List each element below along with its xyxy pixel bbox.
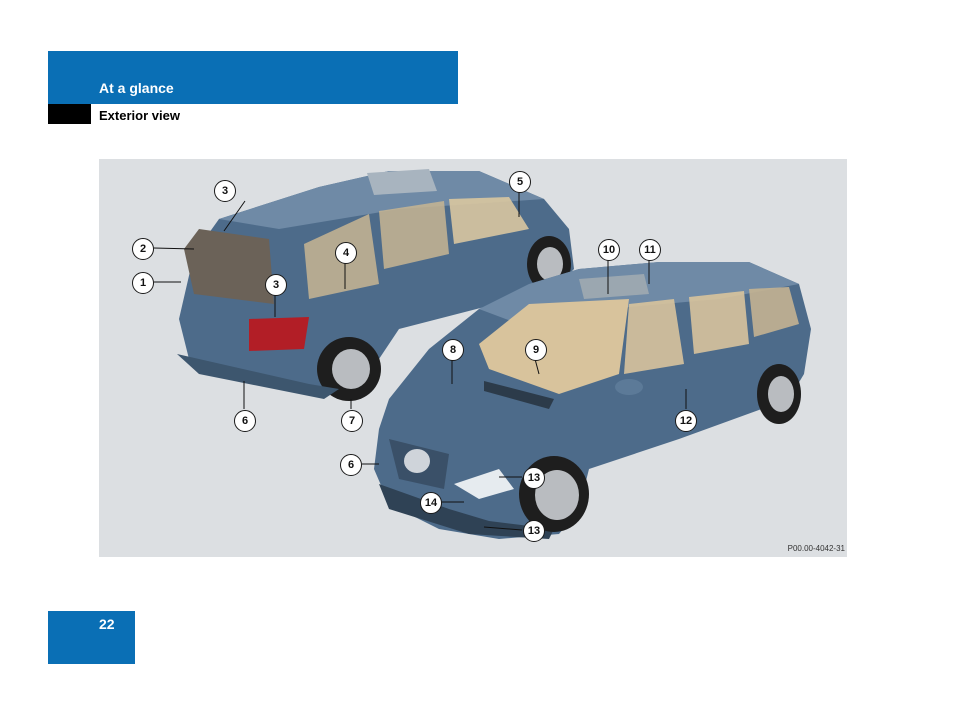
callout-11: 11	[639, 239, 661, 261]
callout-10: 10	[598, 239, 620, 261]
callout-3-lower: 3	[265, 274, 287, 296]
callout-13-headlamp: 13	[523, 467, 545, 489]
callout-9: 9	[525, 339, 547, 361]
leader-lines	[153, 191, 687, 531]
figure-reference: P00.00-4042-31	[787, 544, 845, 553]
callout-6-rear: 6	[234, 410, 256, 432]
callout-5: 5	[509, 171, 531, 193]
front-car	[374, 262, 811, 539]
callout-13-foglamp: 13	[523, 520, 545, 542]
exterior-view-figure: 1 2 3 3 4 5 6 6 7 8 9 10 11 12 13 13 14 …	[99, 159, 847, 557]
rear-car	[177, 169, 574, 401]
subsection-title: Exterior view	[99, 108, 180, 123]
callout-4: 4	[335, 242, 357, 264]
section-marker	[48, 104, 91, 124]
callout-12: 12	[675, 410, 697, 432]
callout-1: 1	[132, 272, 154, 294]
callout-7: 7	[341, 410, 363, 432]
callout-2: 2	[132, 238, 154, 260]
callout-6-front: 6	[340, 454, 362, 476]
page-number: 22	[99, 616, 115, 632]
callout-8: 8	[442, 339, 464, 361]
car-illustration	[153, 169, 811, 539]
callout-3-top: 3	[214, 180, 236, 202]
section-title: At a glance	[99, 80, 174, 96]
header-bar	[48, 51, 458, 104]
callout-14: 14	[420, 492, 442, 514]
page-number-box	[48, 611, 135, 664]
